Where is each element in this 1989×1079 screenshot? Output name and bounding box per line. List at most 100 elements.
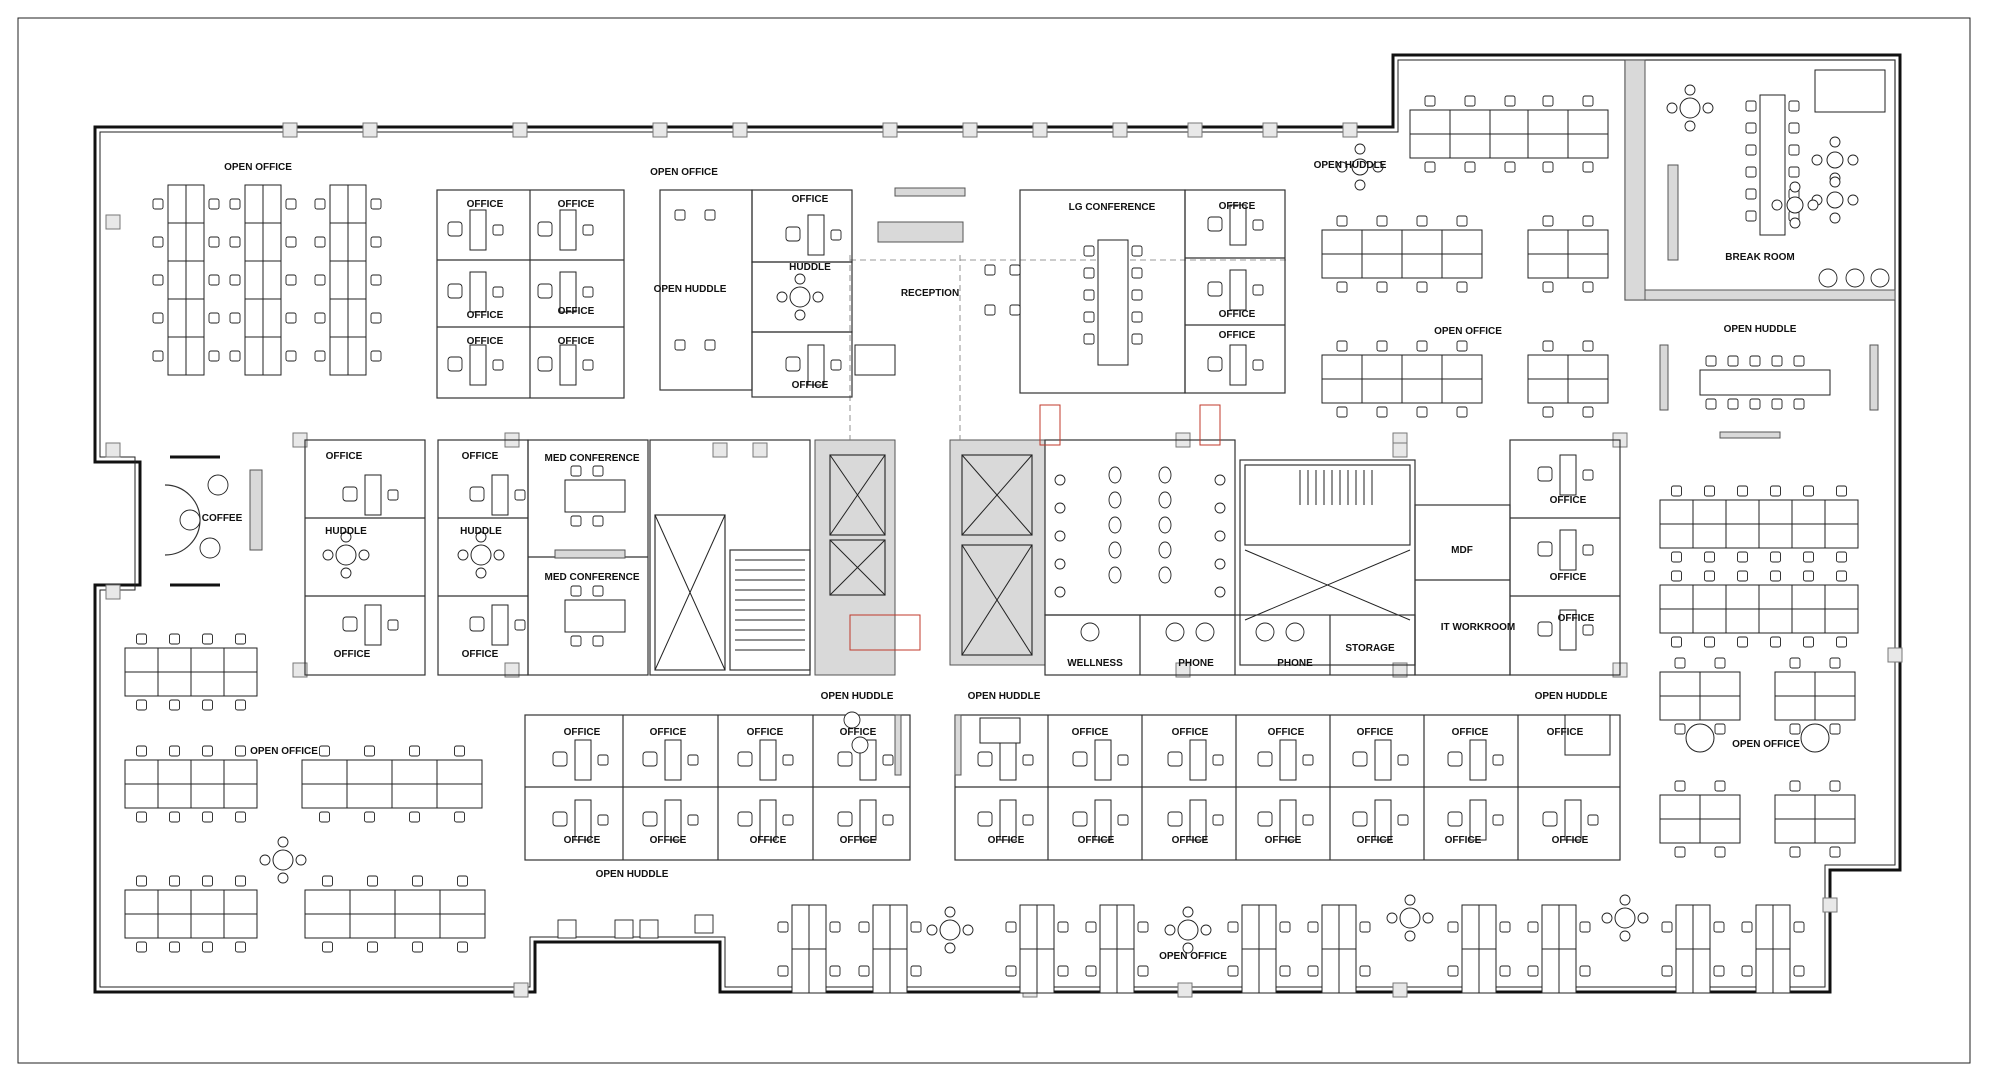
chair	[592, 515, 604, 527]
chair	[152, 236, 164, 248]
conference-table	[564, 585, 626, 647]
bench-desk	[1321, 340, 1483, 418]
chair	[1464, 95, 1476, 107]
desk-surface	[1229, 269, 1247, 311]
desk-surface	[1374, 799, 1392, 841]
chair	[1619, 930, 1631, 942]
desk-surface	[759, 739, 777, 781]
column	[1342, 122, 1358, 138]
chair	[1811, 154, 1823, 166]
bench-desk	[1774, 780, 1856, 858]
bench-desk	[124, 875, 258, 953]
chair	[944, 906, 956, 918]
chair	[1737, 570, 1748, 582]
chair	[202, 699, 213, 711]
chair	[1072, 751, 1088, 767]
desk-surface	[664, 739, 682, 781]
desk-pod	[1307, 904, 1371, 994]
column	[1392, 442, 1408, 458]
chair	[794, 273, 806, 285]
bench-desk	[229, 184, 297, 376]
chair	[1704, 551, 1715, 563]
chair	[492, 286, 504, 298]
chair	[1771, 199, 1783, 211]
label-open-office-top-mid: OPEN OFFICE	[650, 167, 718, 178]
label-mdf: MDF	[1451, 545, 1473, 556]
conference-table	[564, 465, 626, 527]
chair	[977, 751, 993, 767]
desk-surface	[1559, 454, 1577, 496]
round-table	[1811, 176, 1859, 224]
label-office-5: OFFICE	[467, 336, 504, 347]
chair	[777, 921, 789, 933]
chair	[1424, 161, 1436, 173]
chair	[169, 811, 180, 823]
coffee-area	[164, 455, 263, 587]
office-desk	[1537, 609, 1594, 651]
lounge-chair	[1285, 622, 1305, 642]
chair	[1727, 398, 1739, 410]
label-office-16: OFFICE	[1550, 495, 1587, 506]
chair	[1057, 921, 1069, 933]
chair	[785, 226, 801, 242]
chair	[319, 811, 330, 823]
desk-surface	[1094, 739, 1112, 781]
chair	[457, 875, 468, 887]
conference-table	[1745, 94, 1800, 236]
building-outline	[93, 53, 1902, 994]
office-desk	[1207, 204, 1264, 246]
chair	[1131, 245, 1143, 257]
chair	[592, 585, 604, 597]
chair	[1702, 102, 1714, 114]
chair	[387, 619, 399, 631]
chair	[1352, 811, 1368, 827]
chair	[1537, 541, 1553, 557]
label-office-9: OFFICE	[1219, 201, 1256, 212]
toilet	[1108, 566, 1122, 584]
desk-surface	[364, 474, 382, 516]
desk-surface	[469, 271, 487, 313]
chair	[829, 921, 841, 933]
chair	[136, 633, 147, 645]
chair	[1771, 355, 1783, 367]
label-office-row-top: OFFICE	[564, 727, 601, 738]
chair	[447, 283, 463, 299]
chair	[737, 811, 753, 827]
label-open-office-nw: OPEN OFFICE	[224, 162, 292, 173]
chair	[1741, 921, 1753, 933]
chair	[837, 811, 853, 827]
label-office-18: OFFICE	[1558, 613, 1595, 624]
chair	[235, 941, 246, 953]
building-core	[649, 255, 1416, 676]
label-phone-2: PHONE	[1277, 658, 1313, 669]
chair	[492, 359, 504, 371]
label-office-row-bottom: OFFICE	[564, 835, 601, 846]
chair	[1137, 921, 1149, 933]
desk-surface	[364, 604, 382, 646]
office-desk	[1257, 739, 1314, 781]
chair	[1542, 95, 1554, 107]
chair	[412, 941, 423, 953]
label-office-13: OFFICE	[462, 451, 499, 462]
chair	[1354, 179, 1366, 191]
chair	[1397, 754, 1409, 766]
sofa	[1814, 69, 1886, 113]
table-top	[564, 599, 626, 633]
chair	[1788, 144, 1800, 156]
chair	[1336, 161, 1348, 173]
label-lg-conference: LG CONFERENCE	[1069, 202, 1156, 213]
chair	[1072, 811, 1088, 827]
table-top	[470, 544, 492, 566]
chair	[1582, 215, 1594, 227]
chair	[1499, 921, 1511, 933]
chair	[1737, 636, 1748, 648]
chair	[1279, 921, 1291, 933]
chair	[552, 811, 568, 827]
chair	[1807, 199, 1819, 211]
chair	[152, 350, 164, 362]
label-office-17: OFFICE	[1550, 572, 1587, 583]
chair	[1537, 621, 1553, 637]
chair	[1714, 780, 1726, 792]
sink	[1214, 586, 1226, 598]
